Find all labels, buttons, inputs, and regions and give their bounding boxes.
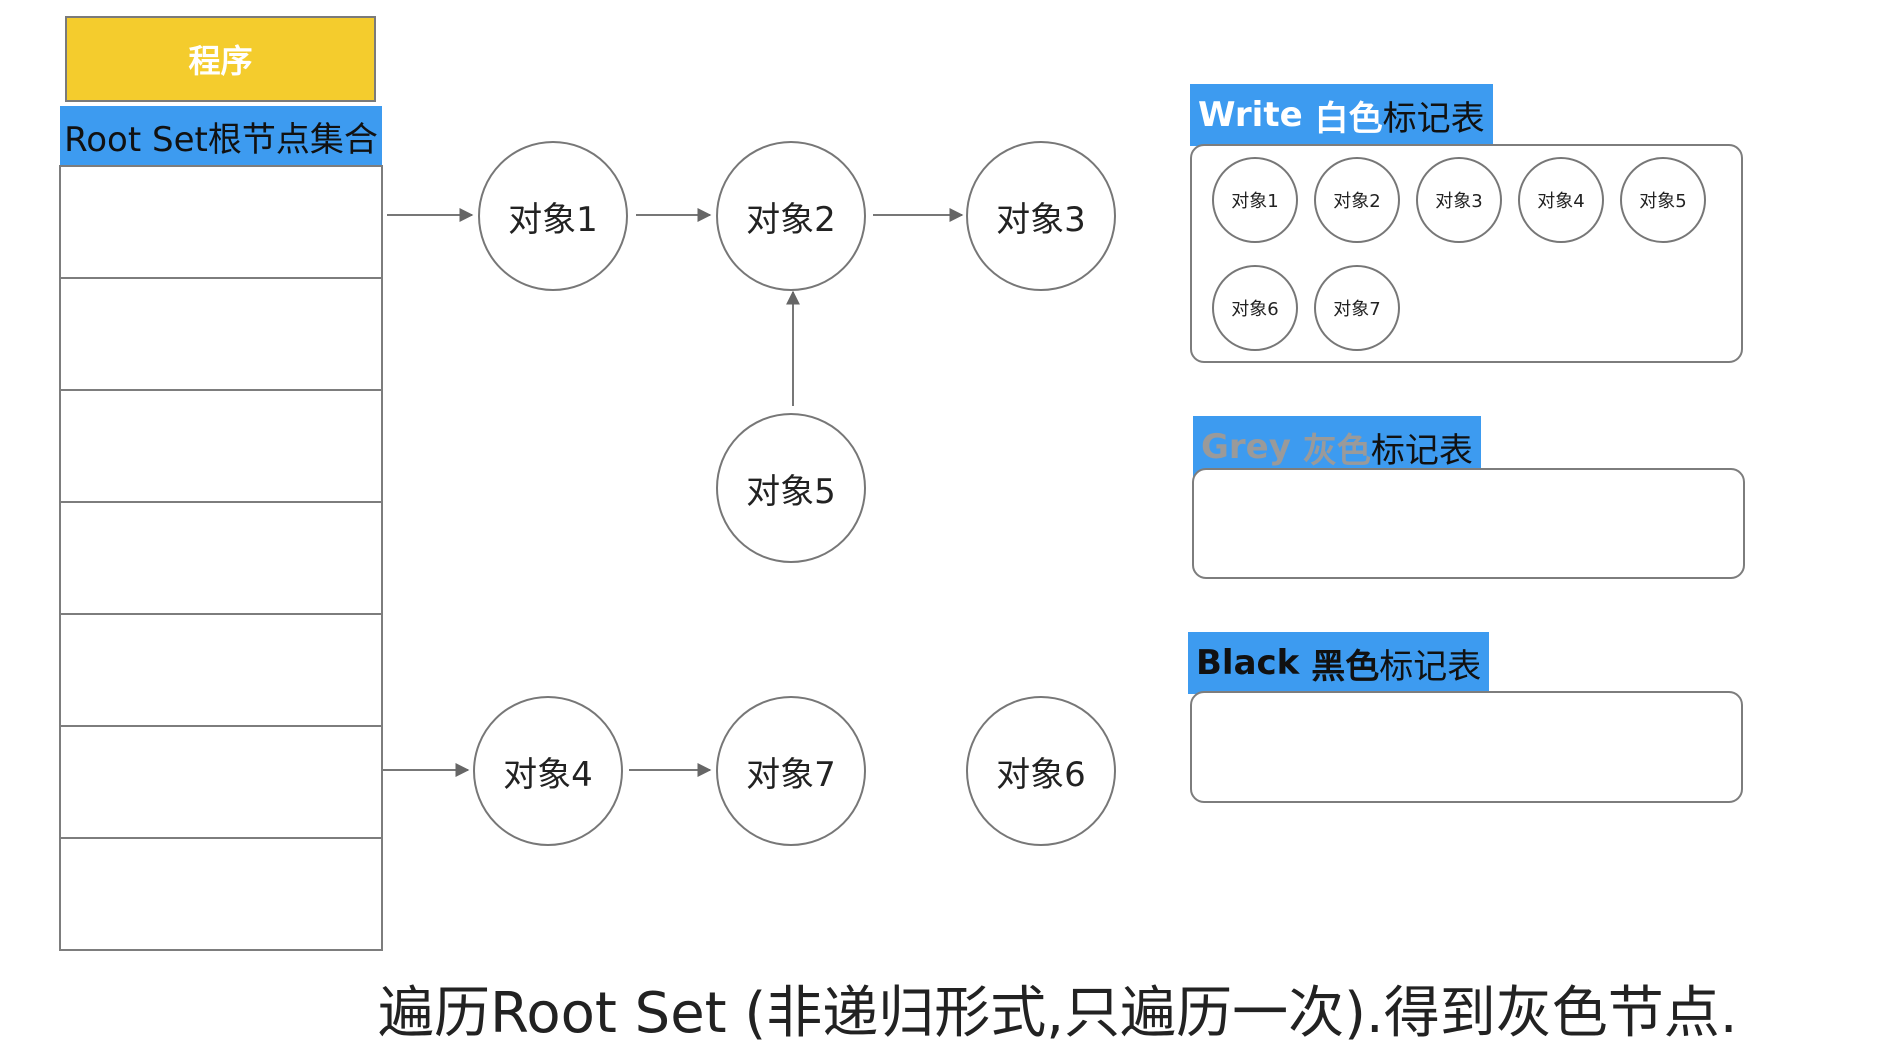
white-table-label: Write 白色 标记表: [1190, 84, 1493, 146]
root-set-slot: [61, 391, 381, 503]
node-obj2-label: 对象2: [746, 199, 836, 240]
root-set-slot: [61, 167, 381, 279]
white-table-label-suffix: 标记表: [1382, 98, 1485, 139]
root-set-header: Root Set根节点集合: [60, 106, 382, 166]
node-obj3: 对象3: [966, 141, 1116, 291]
root-set-slot: [61, 727, 381, 839]
grey-table-label-suffix: 标记表: [1370, 430, 1473, 471]
root-set-slot: [61, 503, 381, 615]
white-item: 对象5: [1620, 157, 1706, 243]
caption: 遍历Root Set (非递归形式,只遍历一次).得到灰色节点.: [378, 981, 1738, 1046]
white-table-box: 对象1 对象2 对象3 对象4 对象5 对象6 对象7: [1190, 144, 1743, 363]
white-item: 对象7: [1314, 265, 1400, 351]
root-set-slot: [61, 279, 381, 391]
node-obj4-label: 对象4: [503, 754, 593, 795]
white-item: 对象6: [1212, 265, 1298, 351]
node-obj6: 对象6: [966, 696, 1116, 846]
white-table-label-color: 白色: [1314, 98, 1383, 139]
node-obj1-label: 对象1: [508, 199, 598, 240]
root-set-table: [59, 165, 383, 951]
program-label: 程序: [188, 42, 253, 80]
node-obj5: 对象5: [716, 413, 866, 563]
node-obj7-label: 对象7: [746, 754, 836, 795]
node-obj2: 对象2: [716, 141, 866, 291]
white-table-label-en: Write: [1198, 95, 1303, 135]
black-table-label-en: Black: [1196, 643, 1300, 683]
black-table-label: Black 黑色 标记表: [1188, 632, 1490, 694]
program-box: 程序: [65, 16, 376, 102]
white-item: 对象3: [1416, 157, 1502, 243]
node-obj5-label: 对象5: [746, 471, 836, 512]
root-set-slot: [61, 615, 381, 727]
black-table-label-suffix: 标记表: [1379, 646, 1482, 687]
node-obj6-label: 对象6: [996, 754, 1086, 795]
node-obj4: 对象4: [473, 696, 623, 846]
node-obj1: 对象1: [478, 141, 628, 291]
grey-table-label-color: 灰色: [1302, 430, 1371, 471]
black-table-label-color: 黑色: [1311, 646, 1380, 687]
white-item: 对象1: [1212, 157, 1298, 243]
white-item: 对象2: [1314, 157, 1400, 243]
node-obj7: 对象7: [716, 696, 866, 846]
node-obj3-label: 对象3: [996, 199, 1086, 240]
black-table-box: [1190, 691, 1743, 803]
grey-table-label: Grey 灰色 标记表: [1193, 416, 1481, 478]
grey-table-label-en: Grey: [1201, 427, 1291, 467]
white-item: 对象4: [1518, 157, 1604, 243]
grey-table-box: [1192, 468, 1745, 579]
